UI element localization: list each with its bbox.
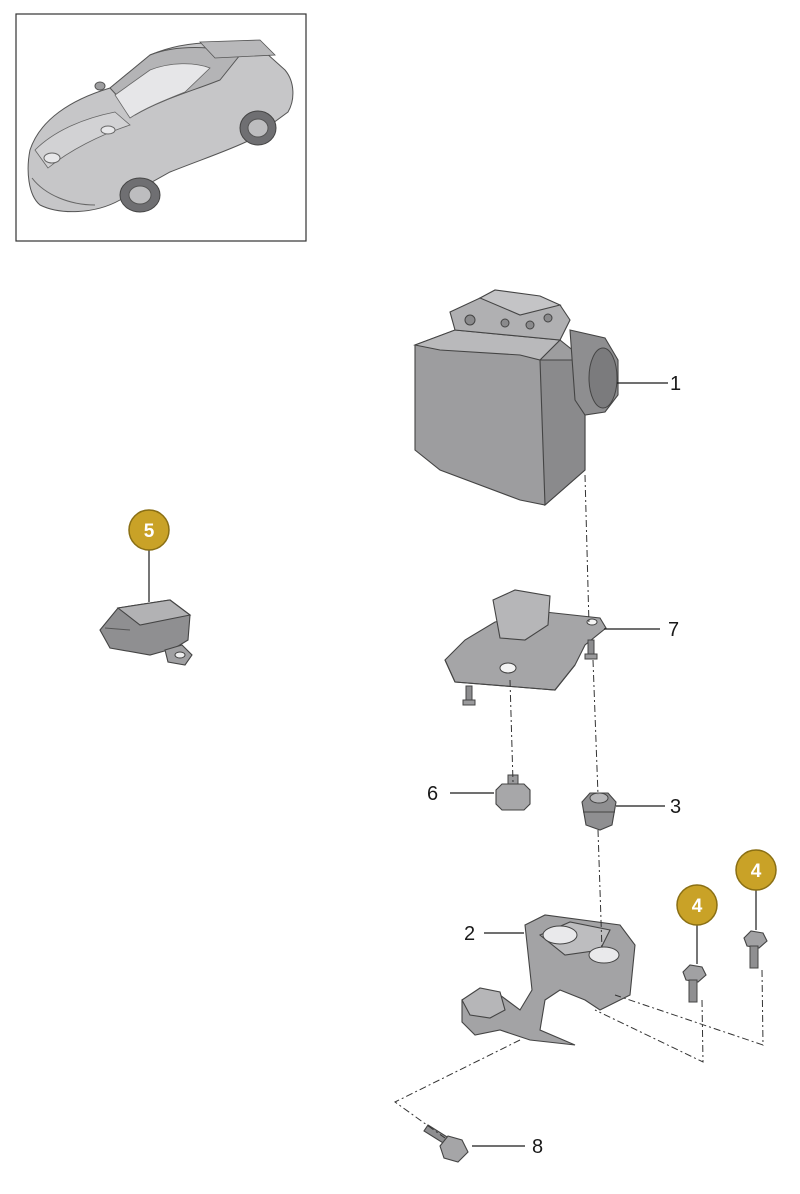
assembly-lines xyxy=(394,474,764,1139)
callout-3: 3 xyxy=(670,796,681,818)
callout-6: 6 xyxy=(427,783,438,805)
leader-lines xyxy=(148,382,757,1147)
badge-5-label: 5 xyxy=(144,521,155,542)
callout-2: 2 xyxy=(464,923,475,945)
bolt-part-a xyxy=(682,964,707,1003)
hydraulic-unit-part xyxy=(413,289,619,507)
upper-bracket-part xyxy=(444,589,607,706)
sensor-part xyxy=(99,599,193,666)
badge-4-b[interactable]: 4 xyxy=(735,849,777,891)
assembly-line-3 xyxy=(592,659,599,796)
sports-car-icon xyxy=(27,39,294,213)
assembly-line-2 xyxy=(509,679,514,783)
long-bolt-part xyxy=(423,1124,469,1163)
bolt-part-b xyxy=(743,930,768,969)
lower-bracket-part xyxy=(461,914,636,1046)
assembly-line-1 xyxy=(584,474,590,626)
badge-4-b-label: 4 xyxy=(751,861,762,882)
assembly-line-7 xyxy=(394,1039,521,1139)
callout-1: 1 xyxy=(670,373,681,395)
vehicle-thumbnail xyxy=(15,13,307,242)
callout-7: 7 xyxy=(668,619,679,641)
nut-part xyxy=(495,774,531,811)
callout-8: 8 xyxy=(532,1136,543,1158)
assembly-line-4 xyxy=(597,829,603,951)
assembly-line-5 xyxy=(594,999,704,1063)
assembly-line-6 xyxy=(614,969,764,1046)
badge-4-a-label: 4 xyxy=(692,896,703,917)
badge-5[interactable]: 5 xyxy=(128,509,170,551)
rubber-mount-part xyxy=(581,792,617,831)
badge-4-a[interactable]: 4 xyxy=(676,884,718,926)
